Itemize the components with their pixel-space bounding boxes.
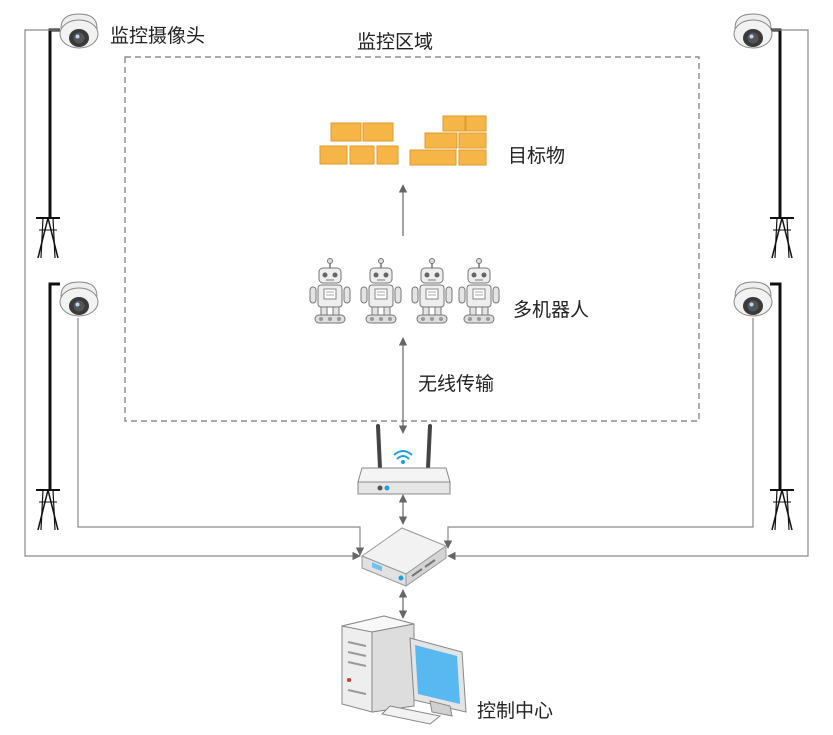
pole-bottom-left — [35, 282, 61, 531]
robot-icon — [360, 257, 402, 324]
wifi-router-icon — [357, 424, 451, 495]
tripod-pole-icon — [769, 489, 795, 531]
dome-camera-icon — [59, 281, 99, 317]
network-switch-icon — [360, 527, 448, 587]
robot-icon — [309, 257, 351, 324]
tripod-pole-icon — [35, 489, 61, 531]
robots-label: 多机器人 — [513, 299, 589, 321]
pole-top-right — [769, 28, 795, 259]
dome-camera-icon — [733, 281, 773, 317]
brick-stack-icon — [319, 115, 487, 166]
target-label: 目标物 — [508, 145, 565, 167]
tripod-pole-icon — [769, 217, 795, 259]
dome-camera-icon — [733, 13, 773, 49]
desktop-computer-icon — [341, 615, 467, 725]
dome-camera-icon — [59, 13, 99, 49]
robot-icon — [458, 257, 500, 324]
cable-bottom-left — [77, 318, 365, 556]
tripod-pole-icon — [35, 217, 61, 259]
pole-top-left — [35, 28, 61, 259]
robot-icon — [411, 257, 453, 324]
monitoring-zone-border — [124, 56, 700, 422]
zone-label: 监控区域 — [357, 31, 433, 53]
cable-bottom-right — [443, 318, 754, 549]
cable-top-right — [447, 29, 809, 561]
control-center-label: 控制中心 — [477, 700, 553, 722]
wireless-label: 无线传输 — [418, 373, 494, 395]
cable-top-left — [24, 29, 361, 561]
camera-label: 监控摄像头 — [110, 25, 205, 47]
pole-bottom-right — [769, 282, 795, 531]
